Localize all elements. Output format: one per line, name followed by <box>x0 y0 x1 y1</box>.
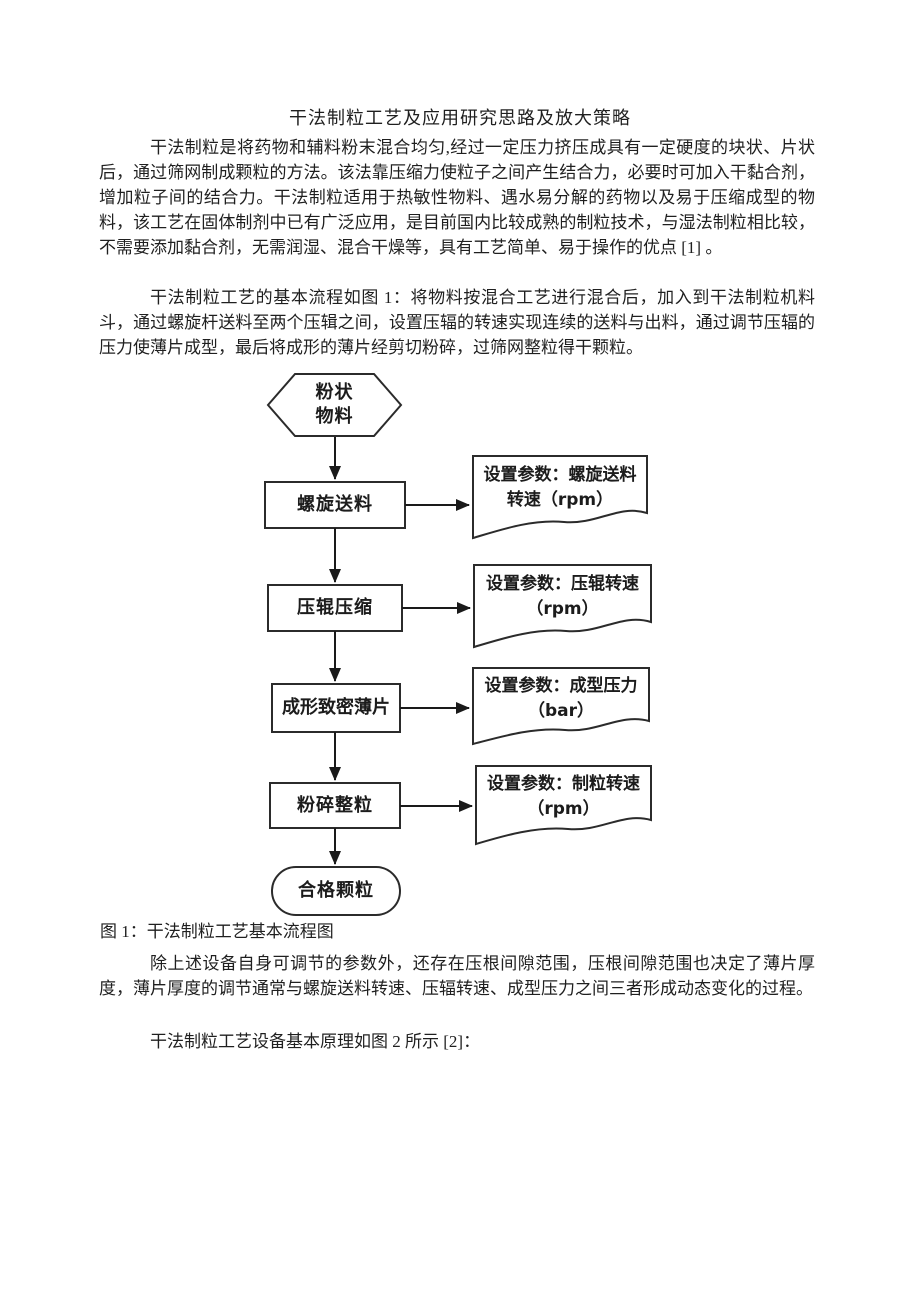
start-node-shape <box>266 373 403 437</box>
flow-arrows <box>329 437 473 865</box>
start-node-line2: 物料 <box>315 406 354 427</box>
step4-node-shape <box>269 782 401 829</box>
end-node-shape <box>271 866 401 916</box>
start-node-line1: 粉状 <box>315 382 354 403</box>
param2-doc-shape <box>473 564 652 649</box>
end-node-label: 合格颗粒 <box>298 880 374 901</box>
step3-node-shape <box>271 683 401 733</box>
flowchart-canvas <box>264 373 652 916</box>
param3-line1: 设置参数：成型压力 <box>484 676 638 696</box>
param3-doc-shape <box>472 667 650 746</box>
document-title: 干法制粒工艺及应用研究思路及放大策略 <box>289 108 631 128</box>
param4-line2: （rpm） <box>527 799 600 819</box>
paragraph-2: 干法制粒工艺的基本流程如图 1：将物料按混合工艺进行混合后，加入到干法制粒机料斗… <box>99 288 815 357</box>
param1-doc-shape <box>472 455 648 540</box>
param1-line2: 转速（rpm） <box>506 490 614 510</box>
param2-line1: 设置参数：压辊转速 <box>486 574 639 594</box>
start-node-label: 粉状 物料 <box>267 373 402 437</box>
step2-node-label: 压辊压缩 <box>297 597 373 618</box>
param1-doc-label: 设置参数：螺旋送料 转速（rpm） <box>474 457 646 519</box>
param3-line2: （bar） <box>527 701 595 721</box>
flowchart-figure-1: 粉状 物料 螺旋送料 压辊压缩 成形致密薄片 粉碎整粒 合格颗粒 设置参数：螺旋… <box>0 373 920 918</box>
param3-doc-label: 设置参数：成型压力 （bar） <box>474 669 648 729</box>
paragraph-1: 干法制粒是将药物和辅料粉末混合均匀,经过一定压力挤压成具有一定硬度的块状、片状后… <box>99 138 815 257</box>
paragraph-4: 干法制粒工艺设备基本原理如图 2 所示 [2]： <box>150 1032 481 1051</box>
param4-doc-shape <box>475 765 652 846</box>
param4-doc-label: 设置参数：制粒转速 （rpm） <box>477 767 650 827</box>
step1-node-label: 螺旋送料 <box>297 494 373 515</box>
step3-node-label: 成形致密薄片 <box>282 697 390 718</box>
param2-doc-label: 设置参数：压辊转速 （rpm） <box>475 566 650 628</box>
param4-line1: 设置参数：制粒转速 <box>487 774 640 794</box>
figure-1-caption: 图 1：干法制粒工艺基本流程图 <box>100 922 334 941</box>
param2-line2: （rpm） <box>526 599 599 619</box>
paragraph-3: 除上述设备自身可调节的参数外，还存在压根间隙范围，压根间隙范围也决定了薄片厚度，… <box>99 954 815 998</box>
param1-line1: 设置参数：螺旋送料 <box>483 465 637 485</box>
step4-node-label: 粉碎整粒 <box>297 794 373 816</box>
